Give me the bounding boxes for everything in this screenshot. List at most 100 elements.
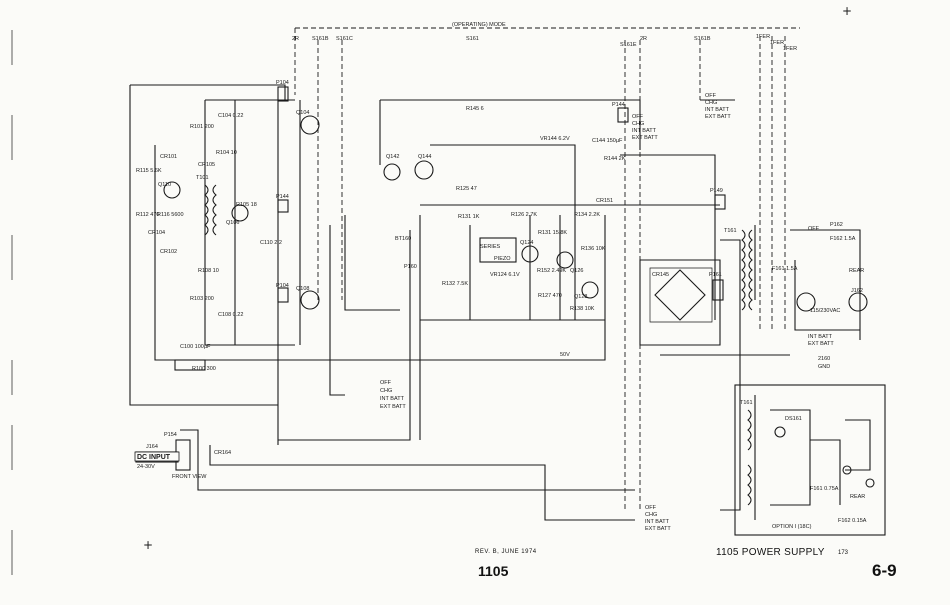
label-dc-volts: 24-30V	[137, 464, 155, 470]
label-chg: CHG	[380, 388, 392, 394]
revision-note: REV. B, JUNE 1974	[475, 549, 537, 555]
label-cr102: CR102	[160, 249, 177, 255]
transistor-q126	[556, 251, 574, 269]
label-f161: F161 1.5A	[772, 266, 798, 272]
label-f162: F162 1.5A	[830, 236, 856, 242]
label-r116: R116 5600	[157, 212, 184, 218]
switch-pos-int-batt: INT BATT	[705, 107, 730, 113]
label-series: SERIES	[480, 244, 501, 250]
label-p149: P149	[710, 188, 723, 194]
label-r138: R138 10K	[570, 306, 595, 312]
label-p104: P104	[276, 80, 289, 86]
label-t101: T101	[196, 175, 209, 181]
lamp-ds161	[796, 292, 816, 312]
label-r144: R144 2K	[604, 156, 626, 162]
label-r127: R127 470	[538, 293, 562, 299]
transistor-q144	[414, 160, 434, 180]
label-p161: P161	[709, 272, 722, 278]
label-chg: CHG	[632, 121, 644, 127]
label-r152: R152 2.49K	[537, 268, 566, 274]
switch-section-label: 1FER	[756, 34, 770, 40]
label-p144b: P144	[612, 102, 625, 108]
label-t161-option: T161	[740, 400, 753, 406]
switch-section-label: S161C	[336, 36, 353, 42]
registration-mark-top: +	[842, 4, 853, 18]
label-vr144: VR144 6.2V	[540, 136, 570, 142]
label-ds161: DS161	[785, 416, 802, 422]
label-r103: R103 200	[190, 296, 214, 302]
switch-section-label: 2R	[292, 36, 299, 42]
label-cr164: CR164	[214, 450, 231, 456]
label-c110: C110 2.2	[260, 240, 282, 246]
transistor-q106	[231, 204, 249, 222]
label-r100: R100 300	[192, 366, 216, 372]
label-cr105: CR105	[198, 162, 215, 168]
switch-section-label: 1FER	[783, 46, 797, 52]
switch-section-label: 1FER	[770, 40, 784, 46]
transistor-q104	[300, 115, 320, 135]
sheet-title: 1105 POWER SUPPLY	[716, 547, 825, 558]
label-q110: Q110	[158, 182, 171, 188]
label-ground-ref: 2160	[818, 356, 830, 362]
transistor-q128	[581, 281, 599, 299]
label-q128: Q128	[574, 294, 587, 300]
page-number: 6-9	[872, 561, 897, 580]
label-50v: 50V	[560, 352, 570, 358]
label-q144: Q144	[418, 154, 431, 160]
label-front-view: FRONT VIEW	[172, 474, 207, 480]
label-gnd: GND	[818, 364, 830, 370]
label-ac-line: 115/230VAC	[810, 308, 840, 314]
label-int-batt: INT BATT	[808, 334, 833, 340]
label-r126: R126 2.7K	[511, 212, 537, 218]
label-cr145: CR145	[652, 272, 669, 278]
label-bt160: BT160	[395, 236, 411, 242]
label-q124: Q124	[520, 240, 533, 246]
label-off: OFF	[808, 226, 820, 232]
label-rear-option: REAR	[850, 494, 865, 500]
label-r131: R131 1K	[458, 214, 480, 220]
switch-pos-ext-batt: EXT BATT	[705, 114, 731, 120]
switch-section-label: S161E	[620, 42, 637, 48]
switch-section-label: S161B	[694, 36, 711, 42]
label-r132: R132 7.5K	[442, 281, 468, 287]
label-p162: P162	[830, 222, 843, 228]
label-q108: Q108	[296, 286, 309, 292]
transistor-q108	[300, 290, 320, 310]
label-p160: P160	[404, 264, 417, 270]
switch-label: (OPERATING) MODE	[452, 22, 506, 28]
switch-ref: S161	[466, 36, 479, 42]
label-p144: P144	[276, 194, 289, 200]
label-piezo: PIEZO	[494, 256, 511, 262]
label-int-batt: INT BATT	[645, 519, 670, 525]
label-r136: R136 10K	[581, 246, 606, 252]
label-q126: Q126	[570, 268, 583, 274]
label-c104: C104 0.22	[218, 113, 243, 119]
label-off: OFF	[645, 505, 657, 511]
label-r131b: R131 15.8K	[538, 230, 567, 236]
label-c100: C100 100µF	[180, 344, 211, 350]
label-option: OPTION I (18C)	[772, 524, 812, 530]
switch-section-label: S161B	[312, 36, 329, 42]
label-r108: R108 10	[198, 268, 219, 274]
label-r104: R104 10	[216, 150, 237, 156]
switch-pos-chg: CHG	[705, 100, 717, 106]
label-t161: T161	[724, 228, 737, 234]
label-p104b: P104	[276, 283, 289, 289]
label-cr104: CR104	[148, 230, 165, 236]
label-r145: R145 6	[466, 106, 484, 112]
transformer-coils	[204, 184, 753, 506]
label-off: OFF	[632, 114, 644, 120]
label-int-batt: INT BATT	[380, 396, 405, 402]
label-rear: REAR	[849, 268, 864, 274]
label-q106: Q106	[226, 220, 239, 226]
label-q142: Q142	[386, 154, 399, 160]
label-cr101: CR101	[160, 154, 177, 160]
label-f161-option: F161 0.75A	[810, 486, 839, 492]
transistor-q124	[521, 245, 539, 263]
switch-section-label: 2R	[640, 36, 647, 42]
label-f162-option: F162 0.15A	[838, 518, 867, 524]
label-r105: R105 18	[236, 202, 257, 208]
label-r112: R112 470	[136, 212, 159, 218]
label-r125: R125 47	[456, 186, 477, 192]
